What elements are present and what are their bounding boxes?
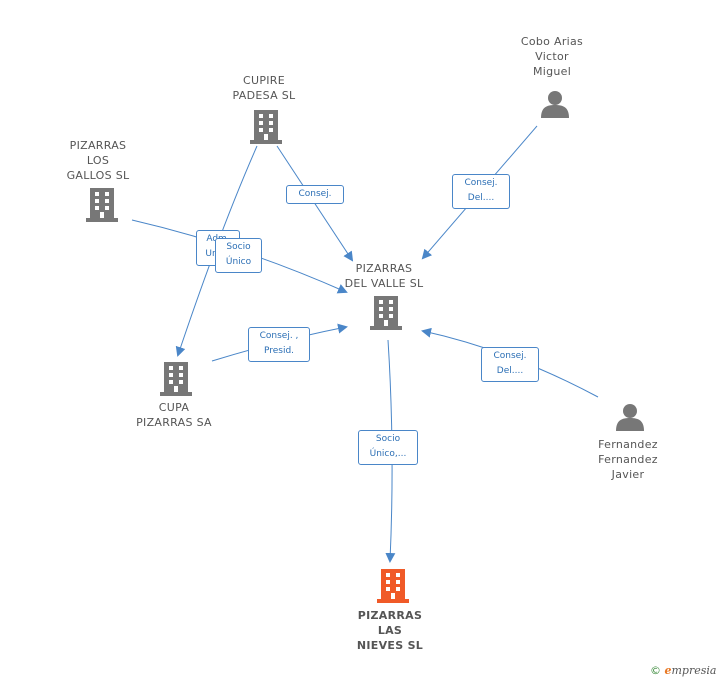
- node-label-cupire[interactable]: CUPIRE PADESA SL: [232, 74, 296, 102]
- node-label-los-gallos[interactable]: PIZARRAS LOS GALLOS SL: [66, 139, 130, 182]
- footer-credit: © empresia: [650, 664, 716, 677]
- edge-label-fernandez-consej-del[interactable]: Consej. Del....: [481, 347, 539, 382]
- node-label-cupa[interactable]: CUPA PIZARRAS SA: [136, 401, 212, 429]
- node-label-del-valle[interactable]: PIZARRAS DEL VALLE SL: [344, 262, 424, 290]
- edge-label-cobo-consej-del[interactable]: Consej. Del....: [452, 174, 510, 209]
- building-icon[interactable]: [160, 362, 192, 396]
- building-icon[interactable]: [370, 296, 402, 330]
- node-label-las-nieves[interactable]: PIZARRAS LAS NIEVES SL: [356, 609, 424, 652]
- node-label-fernandez[interactable]: Fernandez Fernandez Javier: [598, 438, 658, 481]
- edge-lines: [131, 125, 599, 563]
- edge-label-cupa-consej-presid[interactable]: Consej. , Presid.: [248, 327, 310, 362]
- edge-label-socio-unico[interactable]: Socio Único: [215, 238, 262, 273]
- node-label-cobo[interactable]: Cobo Arias Victor Miguel: [520, 35, 584, 78]
- edge-label-socio-unico-nieves[interactable]: Socio Único,...: [358, 430, 418, 465]
- empresia-logo[interactable]: empresia: [664, 664, 717, 677]
- person-icon[interactable]: [616, 404, 644, 431]
- copyright-icon: ©: [650, 664, 661, 677]
- edge-label-cupire-consej[interactable]: Consej.: [286, 185, 344, 204]
- building-icon[interactable]: [86, 188, 118, 222]
- person-icon[interactable]: [541, 91, 569, 118]
- building-icon[interactable]: [250, 110, 282, 144]
- building-icon[interactable]: [377, 569, 409, 603]
